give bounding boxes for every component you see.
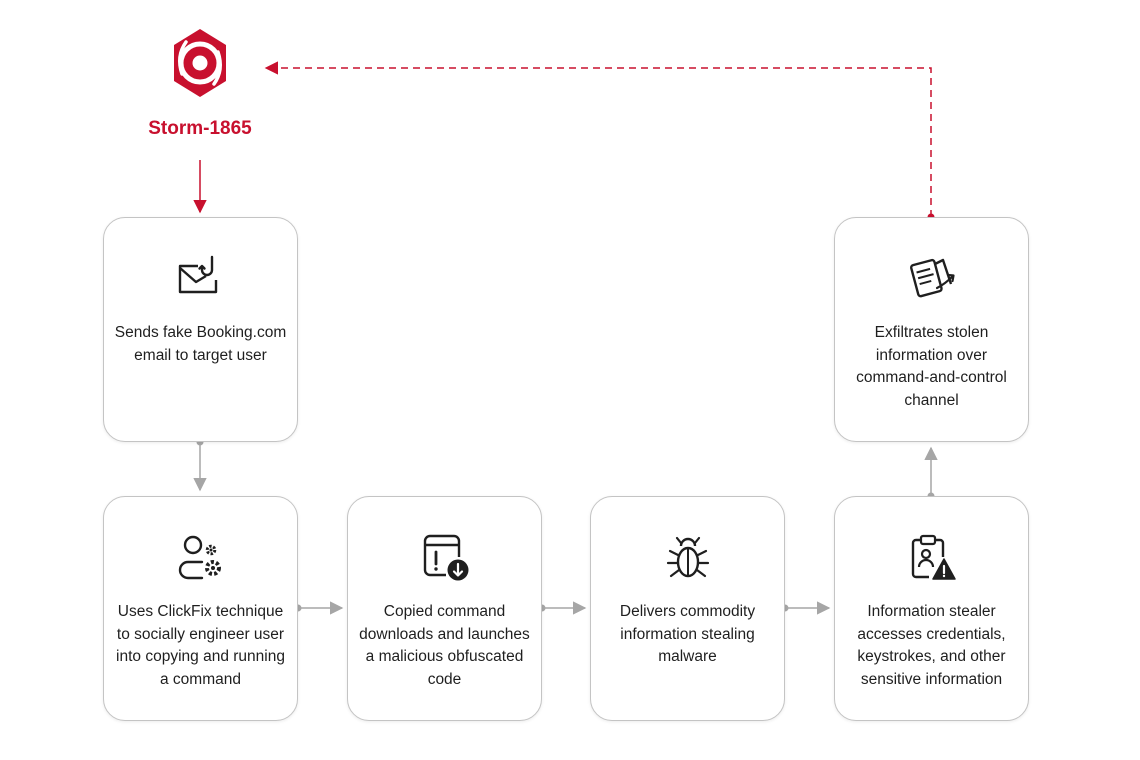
step-exfiltrate-data: Exfiltrates stolen information over comm… [834, 217, 1029, 442]
connector-step-5-to-step-6 [924, 446, 938, 500]
step-send-fake-email: Sends fake Booking.com email to target u… [103, 217, 298, 442]
step-1-text: Sends fake Booking.com email to target u… [114, 324, 287, 364]
step-2-text: Uses ClickFix technique to socially engi… [116, 603, 285, 688]
clipboard-warning-icon [911, 534, 956, 580]
step-5-text: Information stealer accesses credentials… [857, 603, 1006, 688]
email-phishing-hook-icon [178, 255, 218, 294]
actor-name-label: Storm-1865 [148, 118, 252, 139]
step-access-credentials: Information stealer accesses credentials… [834, 496, 1029, 721]
user-gear-icon [178, 535, 221, 580]
step-clickfix-social-engineering: Uses ClickFix technique to socially engi… [103, 496, 298, 721]
documents-exfiltration-icon [909, 258, 955, 298]
bug-icon [666, 536, 710, 578]
connector-step-6-to-actor [264, 61, 935, 221]
connector-step-1-to-step-2 [193, 438, 207, 492]
step-4-text: Delivers commodity information stealing … [619, 603, 756, 665]
step-deliver-malware: Delivers commodity information stealing … [590, 496, 785, 721]
storm-actor-logo-icon [174, 29, 226, 97]
step-6-text: Exfiltrates stolen information over comm… [856, 324, 1007, 409]
step-download-malicious-code: Copied command downloads and launches a … [347, 496, 542, 721]
connector-step-3-to-step-4 [538, 601, 587, 615]
connector-step-2-to-step-3 [294, 601, 344, 615]
window-download-icon [423, 534, 469, 581]
step-3-text: Copied command downloads and launches a … [359, 603, 530, 688]
connector-step-4-to-step-5 [781, 601, 831, 615]
